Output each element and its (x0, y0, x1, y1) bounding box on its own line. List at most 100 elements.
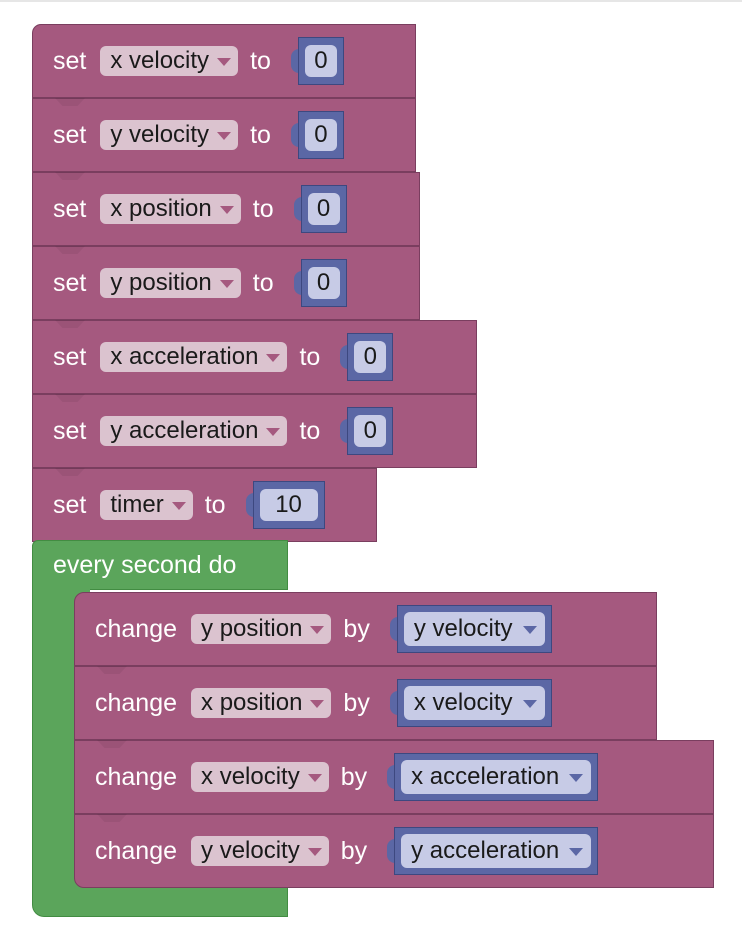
variable-value-block[interactable]: x acceleration (387, 753, 599, 801)
number-field[interactable]: 0 (354, 415, 387, 447)
set-block-y-velocity[interactable]: set y velocity to 0 (32, 98, 416, 172)
chevron-down-icon (217, 58, 232, 66)
block-notch (55, 394, 85, 402)
variable-dropdown[interactable]: x position (100, 194, 241, 224)
connector-plug-icon (340, 345, 349, 369)
connector-plug-icon (387, 839, 396, 863)
chevron-down-icon (219, 206, 234, 214)
number-field[interactable]: 0 (307, 267, 340, 299)
set-block-timer[interactable]: set timer to 10 (32, 468, 377, 542)
set-keyword: set (53, 416, 87, 445)
number-value-block[interactable]: 0 (340, 333, 394, 381)
connector-plug-icon (389, 617, 398, 641)
top-divider (0, 0, 742, 2)
variable-dropdown[interactable]: timer (100, 490, 193, 520)
variable-dropdown[interactable]: x acceleration (100, 342, 288, 372)
chevron-down-icon (522, 700, 537, 708)
number-value-block[interactable]: 0 (293, 259, 347, 307)
to-keyword: to (252, 268, 274, 297)
chevron-down-icon (569, 774, 584, 782)
chevron-down-icon (219, 280, 234, 288)
connector-plug-icon (340, 419, 349, 443)
set-keyword: set (53, 194, 87, 223)
chevron-down-icon (266, 428, 281, 436)
block-notch (97, 666, 127, 674)
variable-dropdown[interactable]: x velocity (100, 46, 239, 76)
connector-plug-icon (290, 49, 299, 73)
block-notch (55, 246, 85, 254)
number-field[interactable]: 0 (304, 45, 337, 77)
change-block-y-velocity[interactable]: change y velocity by y acceleration (74, 814, 714, 888)
set-block-y-position[interactable]: set y position to 0 (32, 246, 420, 320)
set-keyword: set (53, 490, 87, 519)
number-value-block[interactable]: 0 (340, 407, 394, 455)
variable-dropdown[interactable]: y velocity (100, 120, 239, 150)
variable-value-block[interactable]: y acceleration (387, 827, 599, 875)
chevron-down-icon (569, 848, 584, 856)
block-notch (55, 98, 85, 106)
to-keyword: to (299, 342, 321, 371)
change-block-y-position[interactable]: change y position by y velocity (74, 592, 657, 666)
set-keyword: set (53, 268, 87, 297)
value-variable-dropdown[interactable]: y acceleration (401, 834, 592, 868)
block-notch (55, 172, 85, 180)
value-variable-dropdown[interactable]: x velocity (403, 686, 545, 720)
set-keyword: set (53, 120, 87, 149)
chevron-down-icon (310, 626, 325, 634)
connector-plug-icon (293, 197, 302, 221)
connector-plug-icon (389, 691, 398, 715)
to-keyword: to (204, 490, 226, 519)
block-notch (97, 740, 127, 748)
change-block-x-position[interactable]: change x position by x velocity (74, 666, 657, 740)
every-second-event-block[interactable]: every second do (32, 540, 288, 590)
number-value-block[interactable]: 0 (290, 37, 344, 85)
variable-dropdown[interactable]: x position (191, 688, 332, 718)
chevron-down-icon (307, 774, 322, 782)
variable-value-block[interactable]: x velocity (389, 679, 552, 727)
value-variable-dropdown[interactable]: x acceleration (401, 760, 592, 794)
to-keyword: to (250, 120, 271, 149)
to-keyword: to (252, 194, 274, 223)
block-notch (55, 468, 85, 476)
variable-value-block[interactable]: y velocity (389, 605, 552, 653)
number-field[interactable]: 0 (304, 119, 337, 151)
value-variable-dropdown[interactable]: y velocity (403, 612, 545, 646)
set-block-x-acceleration[interactable]: set x acceleration to 0 (32, 320, 477, 394)
number-field[interactable]: 10 (259, 489, 318, 521)
set-block-x-position[interactable]: set x position to 0 (32, 172, 420, 246)
event-label: every second do (53, 550, 237, 579)
event-block-arm[interactable] (32, 589, 76, 885)
variable-dropdown[interactable]: x velocity (191, 762, 329, 792)
set-block-x-velocity[interactable]: set x velocity to 0 (32, 24, 416, 98)
variable-dropdown[interactable]: y position (100, 268, 241, 298)
set-block-y-acceleration[interactable]: set y acceleration to 0 (32, 394, 477, 468)
connector-plug-icon (245, 493, 254, 517)
change-keyword: change (95, 762, 178, 791)
change-keyword: change (95, 836, 178, 865)
to-keyword: to (299, 416, 321, 445)
chevron-down-icon (522, 626, 537, 634)
change-block-x-velocity[interactable]: change x velocity by x acceleration (74, 740, 714, 814)
variable-dropdown[interactable]: y velocity (191, 836, 329, 866)
number-value-block[interactable]: 0 (290, 111, 344, 159)
by-keyword: by (343, 614, 370, 643)
number-value-block[interactable]: 0 (293, 185, 347, 233)
connector-plug-icon (293, 271, 302, 295)
number-field[interactable]: 0 (307, 193, 340, 225)
chevron-down-icon (266, 354, 281, 362)
connector-plug-icon (387, 765, 396, 789)
block-notch (55, 320, 85, 328)
variable-dropdown[interactable]: y position (191, 614, 332, 644)
set-keyword: set (53, 342, 87, 371)
by-keyword: by (340, 836, 368, 865)
by-keyword: by (343, 688, 370, 717)
to-keyword: to (250, 46, 271, 75)
set-keyword: set (53, 46, 87, 75)
by-keyword: by (340, 762, 368, 791)
event-block-footer[interactable] (32, 885, 288, 917)
number-value-block[interactable]: 10 (245, 481, 325, 529)
connector-plug-icon (290, 123, 299, 147)
variable-dropdown[interactable]: y acceleration (100, 416, 288, 446)
block-notch (97, 814, 127, 822)
number-field[interactable]: 0 (354, 341, 387, 373)
